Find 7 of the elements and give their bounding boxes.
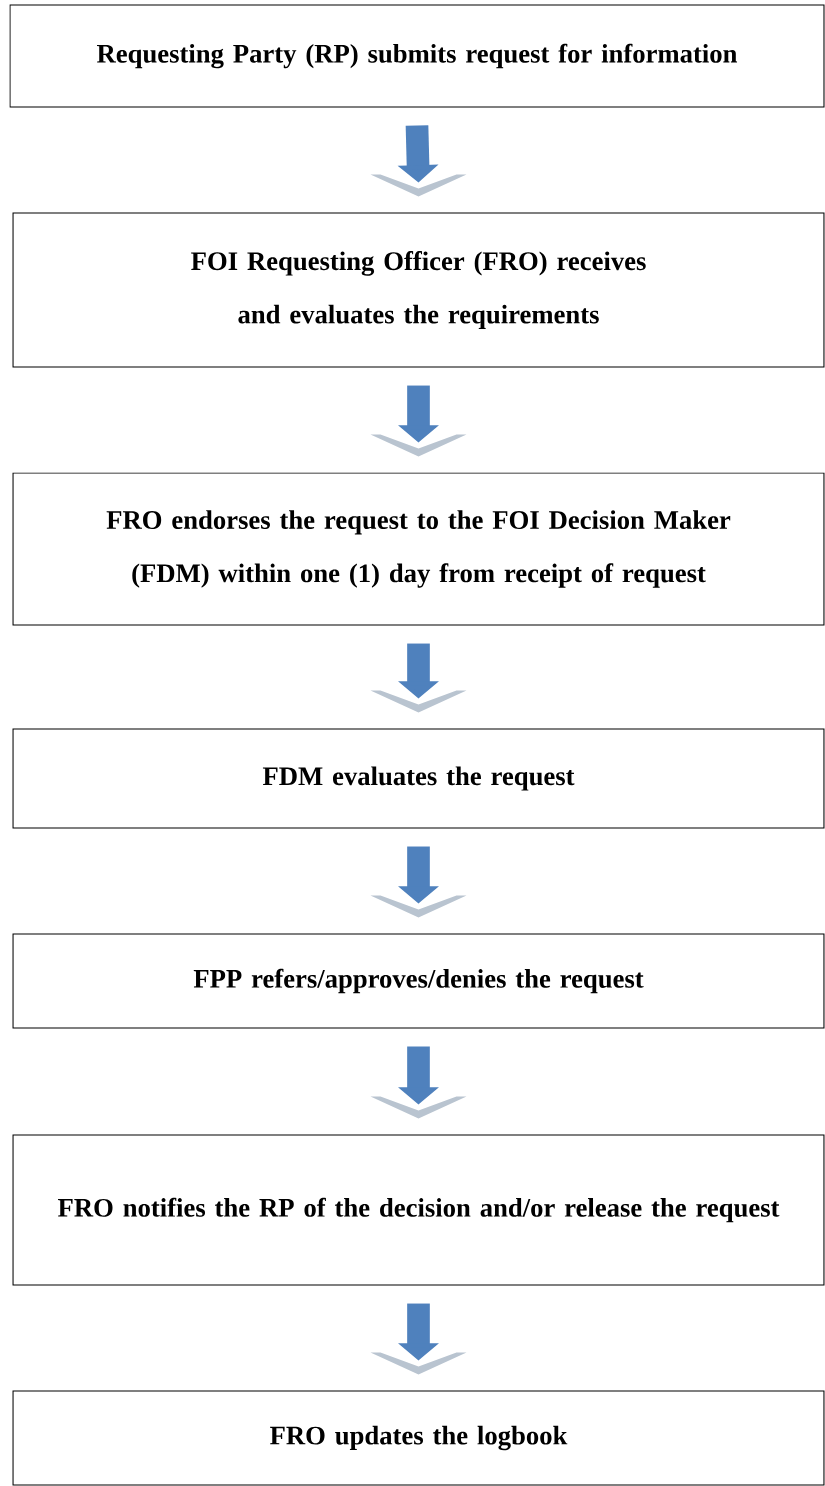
process-box: FRO notifies the RP of the decision and/or release the request [12, 1134, 825, 1286]
process-box: FOI Requesting Officer (FRO) receives and evaluates the requirements [12, 212, 825, 368]
process-box: FDM evaluates the request [12, 728, 825, 829]
process-box: FPP refers/approves/denies the request [12, 933, 825, 1029]
process-box: FRO endorses the request to the FOI Decision Maker (FDM) within one (1) day from receipt of request [12, 472, 825, 626]
process-box: FRO updates the logbook [12, 1390, 825, 1486]
process-box: Requesting Party (RP) submits request for information [9, 4, 825, 108]
